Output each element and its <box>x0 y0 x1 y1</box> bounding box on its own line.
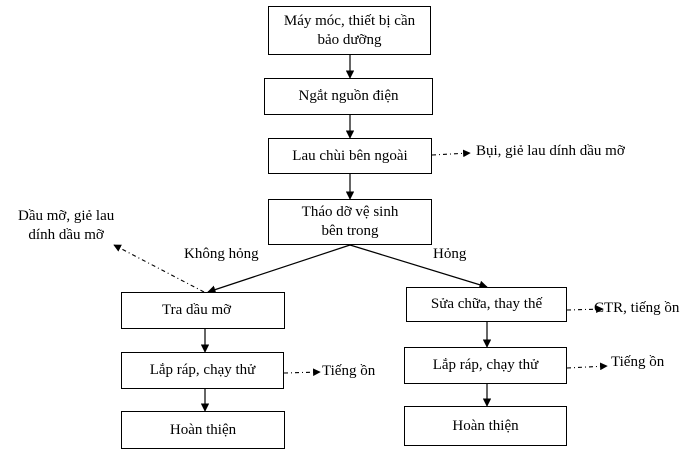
node-finish-left: Hoàn thiện <box>121 411 285 449</box>
node-finish-right: Hoàn thiện <box>404 406 567 446</box>
emission-arrow-noise-left <box>283 368 321 377</box>
output-noise-right: Tiếng ồn <box>611 354 665 370</box>
output-dust-rags: Bụi, giẻ lau dính dầu mỡ <box>476 143 625 159</box>
node-power-off: Ngắt nguồn điện <box>264 78 433 115</box>
node-external-cleaning: Lau chùi bên ngoài <box>268 138 432 174</box>
node-lubrication: Tra dầu mỡ <box>121 292 285 329</box>
emission-arrow-dust-rags <box>431 149 471 158</box>
node-repair: Sửa chữa, thay thế <box>406 287 567 322</box>
node-maintenance-equipment: Máy móc, thiết bị cần bảo dưỡng <box>268 6 431 55</box>
node-assembly-right: Lắp ráp, chạy thử <box>404 347 567 384</box>
emission-arrow-oil-rags <box>113 244 205 293</box>
output-solid-waste-noise: CTR, tiếng ồn <box>594 300 680 316</box>
emission-arrow-solid-waste-noise <box>566 305 604 314</box>
node-disassembly: Tháo dỡ vệ sinh bên trong <box>268 199 432 245</box>
output-noise-left: Tiếng ồn <box>322 363 376 379</box>
node-assembly-left: Lắp ráp, chạy thử <box>121 352 284 389</box>
branch-label-not-broken: Không hỏng <box>184 246 259 262</box>
branch-label-broken: Hỏng <box>433 246 467 262</box>
arrow-to-repair <box>349 244 488 289</box>
emission-arrow-noise-right <box>566 362 608 371</box>
arrow-to-lubrication <box>207 244 351 294</box>
output-oil-rags: Dầu mỡ, giẻ lau dính dầu mỡ <box>18 208 115 243</box>
